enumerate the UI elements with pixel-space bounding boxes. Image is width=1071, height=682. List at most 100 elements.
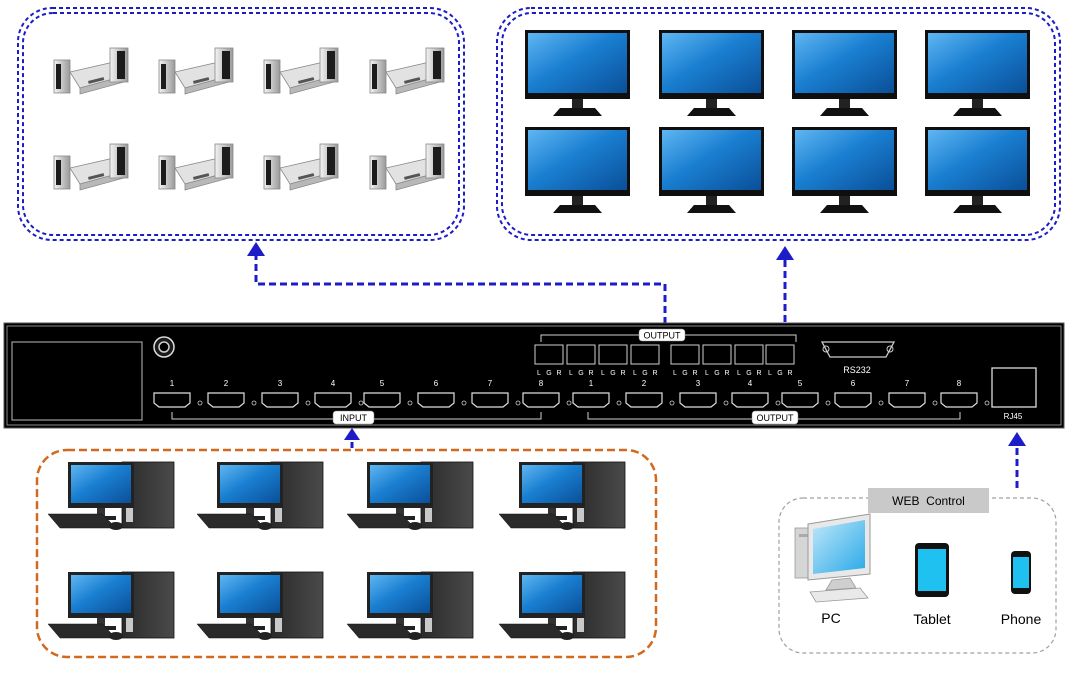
output-arrow-to-sources bbox=[254, 256, 667, 335]
hdmi-out-port[interactable]: 2 bbox=[625, 379, 675, 408]
media-player-icon bbox=[263, 143, 339, 191]
audio-jack-label: L bbox=[737, 370, 741, 377]
media-player-icon bbox=[369, 47, 445, 95]
pc-client-icon[interactable] bbox=[794, 513, 871, 603]
rj45-port[interactable] bbox=[991, 367, 1037, 408]
hdmi-input-ports: 1 2 3 4 5 6 7 8 bbox=[153, 379, 572, 408]
monitor-icon bbox=[925, 127, 1030, 213]
monitor-icon bbox=[525, 127, 630, 213]
media-player-icon bbox=[158, 143, 234, 191]
hdmi-output-ports: 1 2 3 4 5 6 7 8 bbox=[572, 379, 990, 408]
media-player-icon bbox=[53, 47, 129, 95]
audio-jack-label: G bbox=[682, 370, 687, 377]
web-control-panel: WEB Control PC Tablet Phone bbox=[778, 488, 1057, 654]
pc-sources-grid bbox=[47, 461, 626, 640]
hdmi-in-port[interactable]: 6 bbox=[417, 379, 467, 408]
audio-jack-label: L bbox=[768, 370, 772, 377]
hdmi-in-port-number: 5 bbox=[380, 379, 385, 388]
audio-jack-label: R bbox=[756, 370, 761, 377]
audio-jack-label: R bbox=[724, 370, 729, 377]
hdmi-in-port[interactable]: 7 bbox=[471, 379, 521, 408]
hdmi-in-port[interactable]: 8 bbox=[522, 379, 572, 408]
desktop-pc-icon bbox=[498, 571, 626, 640]
audio-jack-label: G bbox=[610, 370, 615, 377]
pc-sources-group-frame bbox=[35, 448, 658, 659]
hdmi-in-port-number: 6 bbox=[434, 379, 439, 388]
audio-jack-label: G bbox=[546, 370, 551, 377]
output-tag-top-text: OUTPUT bbox=[644, 331, 682, 341]
monitor-icon bbox=[925, 30, 1030, 116]
monitor-icon bbox=[792, 30, 897, 116]
arrow-head-up-left bbox=[247, 242, 265, 256]
hdmi-out-port[interactable]: 7 bbox=[888, 379, 938, 408]
hdmi-out-port-number: 6 bbox=[851, 379, 856, 388]
hdmi-out-port[interactable]: 8 bbox=[940, 379, 990, 408]
hdmi-out-port[interactable]: 5 bbox=[781, 379, 831, 408]
hdmi-out-port[interactable]: 6 bbox=[834, 379, 884, 408]
hdmi-in-port[interactable]: 5 bbox=[363, 379, 413, 408]
hdmi-out-port[interactable]: 4 bbox=[731, 379, 781, 408]
hdmi-in-port-number: 3 bbox=[278, 379, 283, 388]
monitor-icon bbox=[525, 30, 630, 116]
audio-jack-label: G bbox=[746, 370, 751, 377]
output-tag-bottom-text: OUTPUT bbox=[757, 413, 795, 423]
hdmi-out-port-number: 4 bbox=[748, 379, 753, 388]
displays-group-frame bbox=[496, 7, 1061, 241]
monitor-icon bbox=[659, 30, 764, 116]
desktop-pc-icon bbox=[346, 461, 474, 530]
audio-jack-label: R bbox=[620, 370, 625, 377]
hdmi-in-port[interactable]: 2 bbox=[207, 379, 257, 408]
phone-client-icon[interactable] bbox=[1011, 551, 1031, 594]
audio-jack-label: L bbox=[601, 370, 605, 377]
hdmi-out-port[interactable]: 3 bbox=[679, 379, 729, 408]
hdmi-in-port-number: 2 bbox=[224, 379, 229, 388]
hdmi-in-port-number: 8 bbox=[539, 379, 544, 388]
hdmi-out-port[interactable]: 1 bbox=[572, 379, 622, 408]
audio-jack-label: R bbox=[787, 370, 792, 377]
audio-jack-label: R bbox=[652, 370, 657, 377]
phone-client-label: Phone bbox=[1001, 611, 1042, 627]
hdmi-out-port-number: 3 bbox=[696, 379, 701, 388]
input-tag: INPUT bbox=[332, 410, 375, 425]
audio-jack-label: L bbox=[569, 370, 573, 377]
arrow-head-input bbox=[344, 428, 360, 440]
front-panel-display bbox=[11, 341, 143, 421]
hdmi-out-port-number: 7 bbox=[905, 379, 910, 388]
pc-client-label: PC bbox=[821, 610, 840, 626]
web-control-title: WEB Control bbox=[892, 494, 965, 508]
hdmi-in-port-number: 7 bbox=[488, 379, 493, 388]
media-player-icon bbox=[263, 47, 339, 95]
hdmi-in-port[interactable]: 1 bbox=[153, 379, 203, 408]
audio-jack-label: L bbox=[537, 370, 541, 377]
output-tag-bottom: OUTPUT bbox=[751, 410, 799, 425]
rs232-port bbox=[820, 341, 896, 358]
hdmi-in-port[interactable]: 3 bbox=[261, 379, 311, 408]
power-knob bbox=[153, 336, 175, 358]
desktop-pc-icon bbox=[498, 461, 626, 530]
monitor-icon bbox=[792, 127, 897, 213]
media-player-icon bbox=[53, 143, 129, 191]
output-tag-top: OUTPUT bbox=[638, 328, 686, 342]
tablet-client-icon[interactable] bbox=[915, 543, 949, 597]
hdmi-in-port[interactable]: 4 bbox=[314, 379, 364, 408]
hdmi-out-port-number: 8 bbox=[957, 379, 962, 388]
audio-jack-label: G bbox=[777, 370, 782, 377]
desktop-pc-icon bbox=[47, 571, 175, 640]
web-control-title-box bbox=[868, 488, 989, 513]
hdmi-out-port-number: 1 bbox=[589, 379, 594, 388]
desktop-pc-icon bbox=[196, 461, 324, 530]
audio-jack-label: G bbox=[642, 370, 647, 377]
monitors-grid bbox=[525, 30, 1030, 213]
arrow-head-up-right bbox=[776, 246, 794, 260]
